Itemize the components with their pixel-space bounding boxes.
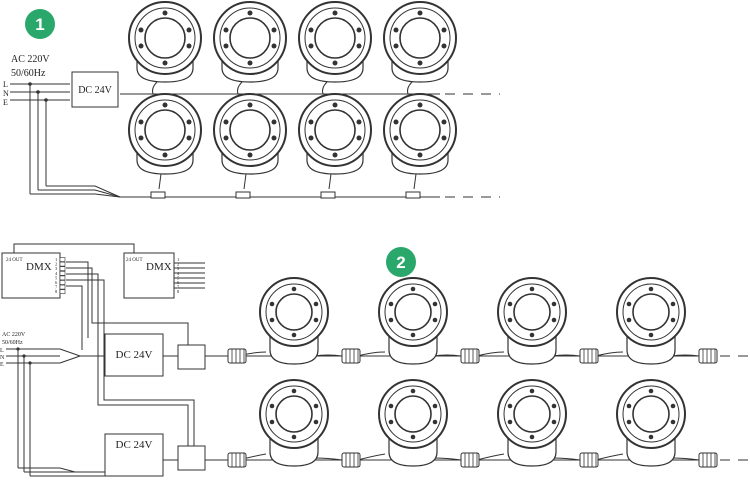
- waterproof-connector-icon: [579, 452, 599, 468]
- dmx-pin-label: 1: [177, 257, 179, 262]
- terminal-label-e-2: E: [0, 362, 4, 368]
- light-fixture-icon: [595, 379, 700, 467]
- diagram-1-lamps: [128, 1, 457, 199]
- signal-amplifier-top: [177, 344, 206, 370]
- svg-text:24 OUT: 24 OUT: [6, 258, 23, 263]
- dmx-pin-label: 2: [55, 262, 57, 267]
- light-fixture-icon: [238, 277, 343, 365]
- supply-voltage-label: AC 220V: [11, 54, 50, 65]
- dc-driver-top-label: DC 24V: [116, 349, 153, 361]
- terminal-label-n-2: N: [0, 355, 5, 361]
- light-fixture-icon: [298, 93, 372, 199]
- dmx-pin-label: 5: [55, 275, 58, 280]
- waterproof-connector-icon: [460, 452, 480, 468]
- light-fixture-icon: [476, 379, 581, 467]
- dmx-pin-label: 8: [55, 289, 58, 294]
- dmx-label-left: DMX: [26, 261, 52, 273]
- light-fixture-icon: [298, 1, 372, 95]
- terminal-label-l-2: L: [0, 348, 4, 354]
- light-fixture-icon: [476, 277, 581, 365]
- mains-wiring-2: [6, 348, 218, 477]
- step-1-badge: 1: [25, 9, 55, 39]
- dc-driver-box: DC 24V: [71, 71, 119, 108]
- diagram-2-lamps: [218, 277, 718, 468]
- dmx-pin-label: 7: [177, 285, 180, 290]
- junction-dots: [28, 82, 48, 102]
- supply-voltage-label-2: AC 220V: [2, 332, 26, 338]
- light-fixture-icon: [357, 379, 462, 467]
- step-2-badge: 2: [386, 247, 416, 277]
- dc-driver-bottom: DC 24V: [104, 433, 164, 477]
- terminal-label-n: N: [3, 89, 9, 98]
- junction-dots-2: [16, 347, 32, 365]
- dc-driver-top: DC 24V: [104, 333, 164, 377]
- dc-driver-bottom-label: DC 24V: [116, 439, 153, 451]
- continuation-dashes: [445, 93, 500, 198]
- waterproof-connector-icon: [698, 348, 718, 364]
- dmx-pin-label: 3: [55, 266, 58, 271]
- supply-frequency-label-2: 50/60Hz: [2, 340, 23, 346]
- light-fixture-icon: [128, 1, 202, 95]
- light-fixture-icon: [383, 1, 457, 95]
- light-fixture-icon: [238, 379, 343, 467]
- svg-text:2: 2: [396, 253, 405, 272]
- light-fixture-icon: [357, 277, 462, 365]
- signal-amplifier-bottom: [177, 445, 206, 471]
- light-fixture-icon: [383, 93, 457, 199]
- waterproof-connector-icon: [341, 348, 361, 364]
- terminal-label-l: L: [3, 80, 8, 89]
- svg-text:24 OUT: 24 OUT: [126, 258, 143, 263]
- dmx-pin-label: 2: [177, 262, 179, 267]
- light-fixture-icon: [213, 93, 287, 199]
- light-fixture-icon: [128, 93, 202, 199]
- waterproof-connector-icon: [698, 452, 718, 468]
- dmx-pin-label: 6: [55, 280, 58, 285]
- dmx-pin-label: 3: [177, 266, 180, 271]
- terminal-label-e: E: [3, 98, 8, 107]
- waterproof-connector-icon: [341, 452, 361, 468]
- diagram-1: 1 AC 220V 50/60Hz L N E DC: [3, 1, 500, 199]
- dmx-pin-label: 4: [55, 271, 58, 276]
- continuation-dashes-2: [720, 355, 750, 461]
- supply-frequency-label: 50/60Hz: [11, 68, 46, 79]
- dmx-label-right: DMX: [146, 261, 172, 273]
- dmx-pin-label: 1: [55, 257, 57, 262]
- svg-text:1: 1: [35, 15, 44, 34]
- waterproof-connector-icon: [227, 452, 247, 468]
- dc-driver-label: DC 24V: [78, 85, 112, 96]
- waterproof-connector-icon: [460, 348, 480, 364]
- dmx-wiring: [13, 243, 205, 446]
- light-fixture-icon: [213, 1, 287, 95]
- waterproof-connector-icon: [227, 348, 247, 364]
- dmx-pin-label: 8: [177, 289, 180, 294]
- waterproof-connector-icon: [579, 348, 599, 364]
- light-fixture-icon: [595, 277, 700, 365]
- dmx-pin-label: 7: [55, 285, 58, 290]
